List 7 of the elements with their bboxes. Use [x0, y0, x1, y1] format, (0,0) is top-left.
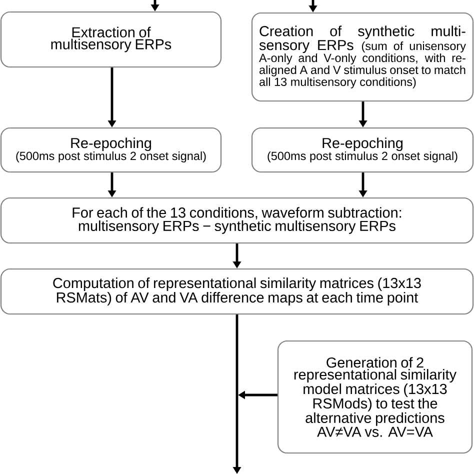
- process-box: Computation of representational similarity matrices (13x13 RSMats) of AV and VA difference maps at each time point: [0, 268, 474, 315]
- process-box: Extraction of multisensory ERPs: [0, 11, 222, 68]
- process-box: Generation of 2 representational similarity model matrices (13x13 RSMods) to test the alternative predictions AV≠VA vs. AV=VA: [277, 340, 473, 454]
- process-box: Re-epoching (500ms post stimulus 2 onset signal): [251, 127, 474, 173]
- process-box: Re-epoching (500ms post stimulus 2 onset signal): [0, 127, 222, 173]
- process-box: For each of the 13 conditions, waveform subtraction: multisensory ERPs − synthetic multisensory ERPs: [0, 197, 474, 244]
- process-box: Creation of synthetic multi-sensory ERPs (sum of unisensory A-only and V-only conditions, with re-aligned A and V stimulus onset to match all 13 multisensory conditions): [251, 12, 474, 102]
